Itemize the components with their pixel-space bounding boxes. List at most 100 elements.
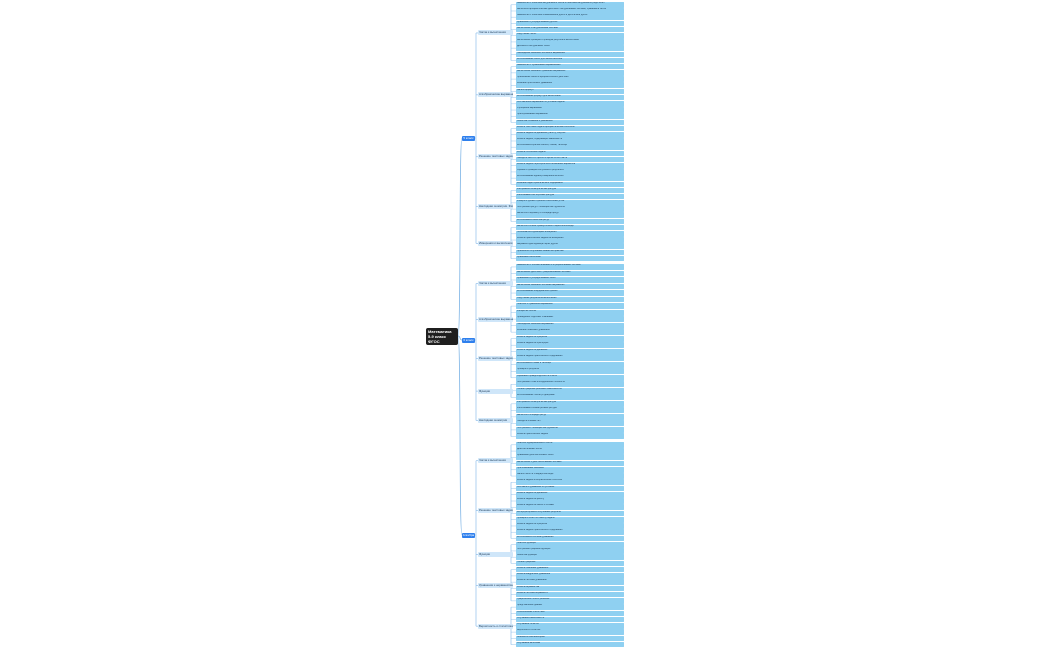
section-node[interactable]: Числа и вычисления [478, 30, 513, 36]
leaf-node[interactable]: Решать задачи на пропорции [516, 342, 624, 349]
leaf-node[interactable]: Решать задачи перебором всех возможных в… [516, 162, 624, 169]
leaf-node[interactable]: Использовать краткие записи, схемы, табл… [516, 144, 624, 150]
leaf-node[interactable]: Составлять уравнения по условию [516, 485, 624, 492]
section-node[interactable]: Функции [478, 551, 513, 557]
section-node[interactable]: Наглядная геометрия. Фигуры [478, 203, 513, 209]
leaf-node[interactable]: Интерпретировать полученный результат [516, 510, 624, 517]
leaf-node[interactable]: Выполнение проверки и прикидки результат… [516, 39, 624, 45]
section-node[interactable]: Алгебраические выражения [478, 316, 513, 322]
leaf-node[interactable]: Решать задачи на движение [516, 348, 624, 355]
leaf-node[interactable]: Понятие функции [516, 541, 624, 548]
leaf-node[interactable]: Представление данных [516, 604, 624, 610]
leaf-node[interactable]: Решать логические задачи [516, 150, 624, 157]
leaf-node[interactable]: Использование единиц измерения величин [516, 175, 624, 181]
leaf-node[interactable]: Сравнение и упорядочивание чисел [516, 277, 624, 283]
section-node[interactable]: Решение текстовых задач [478, 356, 513, 362]
leaf-node[interactable]: Свойства сложения и умножения [516, 119, 624, 126]
leaf-node[interactable]: Решать неравенства [516, 585, 624, 592]
leaf-node[interactable]: Решать практические задачи [516, 433, 624, 440]
grade-node[interactable]: 6 класс [462, 337, 475, 343]
section-node[interactable]: Решение текстовых задач [478, 508, 513, 514]
leaf-node[interactable]: Применение свойств арифметических действ… [516, 76, 624, 82]
leaf-node[interactable]: Решать задачи на смеси и сплавы [516, 504, 624, 511]
leaf-node[interactable]: Вычислять площади фигур [516, 413, 624, 420]
leaf-node[interactable]: Раскрытие скобок [516, 309, 624, 316]
leaf-node[interactable]: Упрощение выражений [516, 107, 624, 113]
leaf-node[interactable]: Преобразование выражений [516, 113, 624, 119]
leaf-node[interactable]: Решение задач практического содержания [516, 181, 624, 188]
leaf-node[interactable]: Понятие о буквенном выражении [516, 303, 624, 310]
leaf-node[interactable]: Понятие иррационального числа [516, 442, 624, 448]
leaf-node[interactable]: Использование формул для вычислений [516, 94, 624, 101]
leaf-node[interactable]: Находить объёмы тел [516, 420, 624, 427]
leaf-node[interactable]: Решать задачи, содержащие зависимости [516, 138, 624, 144]
leaf-node[interactable]: Использование таблиц и диаграмм [516, 394, 624, 401]
leaf-node[interactable]: Вычисления с натуральными числами [516, 26, 624, 33]
leaf-node[interactable]: Пользоваться единицами измерения [516, 231, 624, 237]
leaf-node[interactable]: Решать линейные уравнения [516, 566, 624, 573]
leaf-node[interactable]: Решать задачи практического содержания [516, 529, 624, 536]
leaf-node[interactable]: Случайные события [516, 623, 624, 629]
leaf-node[interactable]: Решать задачи на движение [516, 491, 624, 498]
section-node[interactable]: Уравнения и неравенства. Системы уравнен… [478, 583, 513, 589]
leaf-node[interactable]: Построение графиков функций [516, 548, 624, 554]
section-node[interactable]: Числа и вычисления [478, 458, 513, 464]
leaf-node[interactable]: Свойства функций [516, 554, 624, 560]
leaf-node[interactable]: Нахождение значений выражений [516, 322, 624, 329]
leaf-node[interactable]: Использовать системы уравнений [516, 535, 624, 542]
leaf-node[interactable]: Сравнение и упорядочивание дробей [516, 20, 624, 27]
grade-node[interactable]: 5 класс [462, 135, 475, 141]
leaf-node[interactable]: Сравнение действительных чисел [516, 454, 624, 461]
leaf-node[interactable]: Решать системы неравенств [516, 591, 624, 598]
leaf-node[interactable]: Знакомство с понятием обыкновенной дроби… [516, 14, 624, 20]
leaf-node[interactable]: Вычислять объём прямоугольного параллеле… [516, 224, 624, 231]
leaf-node[interactable]: Изображать геометрические фигуры [516, 400, 624, 407]
section-node[interactable]: Алгебраические выражения [478, 92, 513, 98]
leaf-node[interactable]: Решать задачи на проценты [516, 523, 624, 529]
section-node[interactable]: Решение текстовых задач [478, 154, 513, 160]
leaf-node[interactable]: Вычисление значений числовых выражений [516, 283, 624, 290]
leaf-node[interactable]: Нахождение значения числового выражения [516, 51, 624, 58]
leaf-node[interactable]: Решать задачи практического содержания [516, 355, 624, 362]
leaf-node[interactable]: Знакомство с понятием натурального числа… [516, 2, 624, 8]
section-node[interactable]: Числа и вычисления [478, 281, 513, 287]
leaf-node[interactable]: Распознавать на чертежах фигуры [516, 193, 624, 200]
leaf-node[interactable]: Графический способ решения [516, 598, 624, 604]
leaf-node[interactable]: Составление выражений по условию задачи [516, 101, 624, 107]
leaf-node[interactable]: Решать задачи на проценты [516, 335, 624, 342]
leaf-node[interactable]: Округление результатов вычислений [516, 296, 624, 303]
leaf-node[interactable]: Решение простейших уравнений [516, 82, 624, 89]
section-node[interactable]: Наглядная геометрия [478, 417, 513, 423]
leaf-node[interactable]: Проверять результат [516, 368, 624, 375]
leaf-node[interactable]: Вычисление значений буквенных выражений [516, 70, 624, 76]
leaf-node[interactable]: Использование координатной прямой [516, 290, 624, 296]
leaf-node[interactable]: Чтение графиков [516, 560, 624, 567]
leaf-node[interactable]: Чтение графиков реальных зависимостей [516, 387, 624, 394]
leaf-node[interactable]: Случайная изменчивость [516, 616, 624, 623]
leaf-node[interactable]: Знакомство с буквенными выражениями [516, 63, 624, 70]
leaf-node[interactable]: Вычислять периметр и площадь фигур [516, 212, 624, 219]
leaf-node[interactable]: Запись чисел в стандартном виде [516, 473, 624, 479]
leaf-node[interactable]: Запись формул [516, 88, 624, 95]
leaf-node[interactable]: Построения с помощью инструментов [516, 426, 624, 433]
leaf-node[interactable]: Построение фигур с помощью инструментов [516, 206, 624, 212]
leaf-node[interactable]: Измерять длины отрезков и величины углов [516, 200, 624, 206]
leaf-node[interactable]: Сравнивать величины [516, 255, 624, 262]
leaf-node[interactable]: Использовать схемы и таблицы [516, 361, 624, 368]
leaf-node[interactable]: Решать задачи на работу [516, 498, 624, 504]
leaf-node[interactable]: Действительные числа [516, 448, 624, 454]
grade-node[interactable]: Алгебра [462, 532, 475, 538]
leaf-node[interactable]: Применять полученные знания на практике [516, 249, 624, 256]
leaf-node[interactable]: Вычисления с действительными числами [516, 460, 624, 467]
leaf-node[interactable]: Случайные величины [516, 641, 624, 648]
leaf-node[interactable]: Вероятность события [516, 629, 624, 635]
leaf-node[interactable]: Использовать свойства фигур [516, 218, 624, 225]
leaf-node[interactable]: Элементы комбинаторики [516, 635, 624, 642]
section-node[interactable]: Функции [478, 388, 513, 394]
leaf-node[interactable]: Решать задачи на движение, работу, покуп… [516, 132, 624, 138]
section-node[interactable]: Измерения и вычисления [478, 240, 513, 246]
leaf-node[interactable]: Находить часть от целого и целое по его … [516, 156, 624, 163]
leaf-node[interactable]: Выполнение действий с рациональными числ… [516, 270, 624, 277]
section-node[interactable]: Вероятность и статистика [478, 623, 513, 629]
leaf-node[interactable]: Решать текстовые задачи арифметическим с… [516, 125, 624, 132]
